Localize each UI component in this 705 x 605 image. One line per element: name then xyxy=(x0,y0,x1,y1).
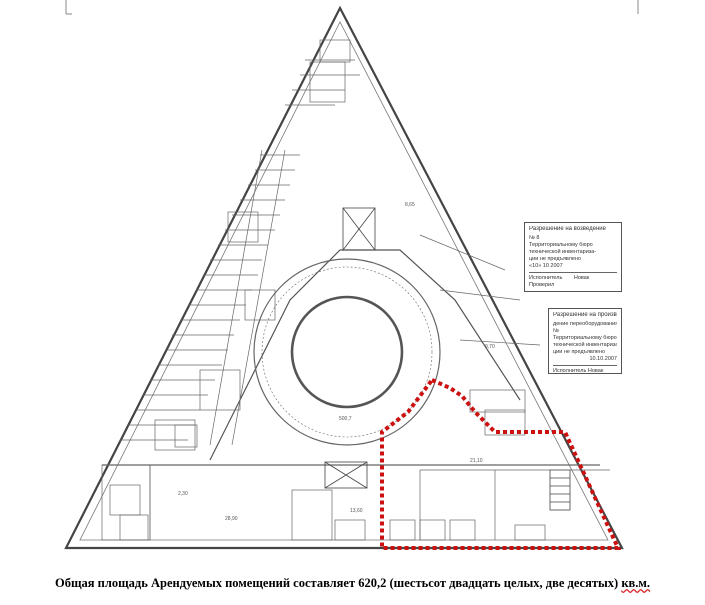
lower-left-rooms xyxy=(101,464,366,541)
stamp-upper-date: «10» 10 2007 xyxy=(529,263,563,269)
dim-bottom-row: 13,60 xyxy=(350,508,363,514)
stamp-lower-agency3: ции не предъявлено xyxy=(553,349,606,355)
stamp-lower-date: 10.10.2007 xyxy=(589,356,617,362)
dim-mid-right: 9,70 xyxy=(485,344,495,350)
stamp-lower-executor: Исполнитель Новак xyxy=(553,368,604,374)
total-area-caption: Общая площадь Арендуемых помещений соста… xyxy=(0,576,705,591)
dim-top-right: 8,65 xyxy=(405,202,415,208)
right-wing-rooms xyxy=(389,234,610,541)
caption-unit: кв.м. xyxy=(621,576,651,590)
stamp-construction-permit: Разрешение на возведение № 8 Территориал… xyxy=(524,222,622,292)
stair-cores xyxy=(324,207,571,511)
dim-lower-right: 21,10 xyxy=(470,458,483,464)
stamp-upper-agency: Территориальному бюро xyxy=(529,242,593,248)
caption-text: Общая площадь Арендуемых помещений соста… xyxy=(54,576,622,590)
left-wing-rooms xyxy=(120,39,360,451)
room-labels: 500,7 2,30 28,90 8,65 9,70 13,60 21,10 xyxy=(178,202,495,522)
stamp-upper-agency2: технической инвентариза- xyxy=(529,249,597,255)
stamp-upper-agency3: ции не предъявлено xyxy=(529,256,582,262)
stamp-upper-checked: Проверил xyxy=(529,282,555,288)
atrium-circle xyxy=(253,258,441,446)
lower-left-area: 28,90 xyxy=(225,516,238,522)
rented-area-outline xyxy=(380,378,622,550)
stamp-conversion-permit: Разрешение на произво- дение переоборудо… xyxy=(548,308,622,374)
stamp-lower-title2: дение переоборудования xyxy=(553,321,617,327)
stamp-lower-title: Разрешение на произво- xyxy=(553,312,617,318)
sheet-frame xyxy=(65,0,639,15)
stamp-lower-agency: Территориальному бюро xyxy=(553,335,617,341)
corridor-area: 2,30 xyxy=(178,491,188,497)
stamp-lower-number: № xyxy=(553,328,559,334)
stamp-lower-agency2: технической инвентариза- xyxy=(553,342,617,348)
stamp-upper-executor: Исполнитель Новак xyxy=(529,275,590,281)
stamp-upper-title: Разрешение на возведение xyxy=(529,226,606,232)
central-hall-area: 500,7 xyxy=(339,416,352,422)
stamp-upper-number: № 8 xyxy=(529,235,540,241)
